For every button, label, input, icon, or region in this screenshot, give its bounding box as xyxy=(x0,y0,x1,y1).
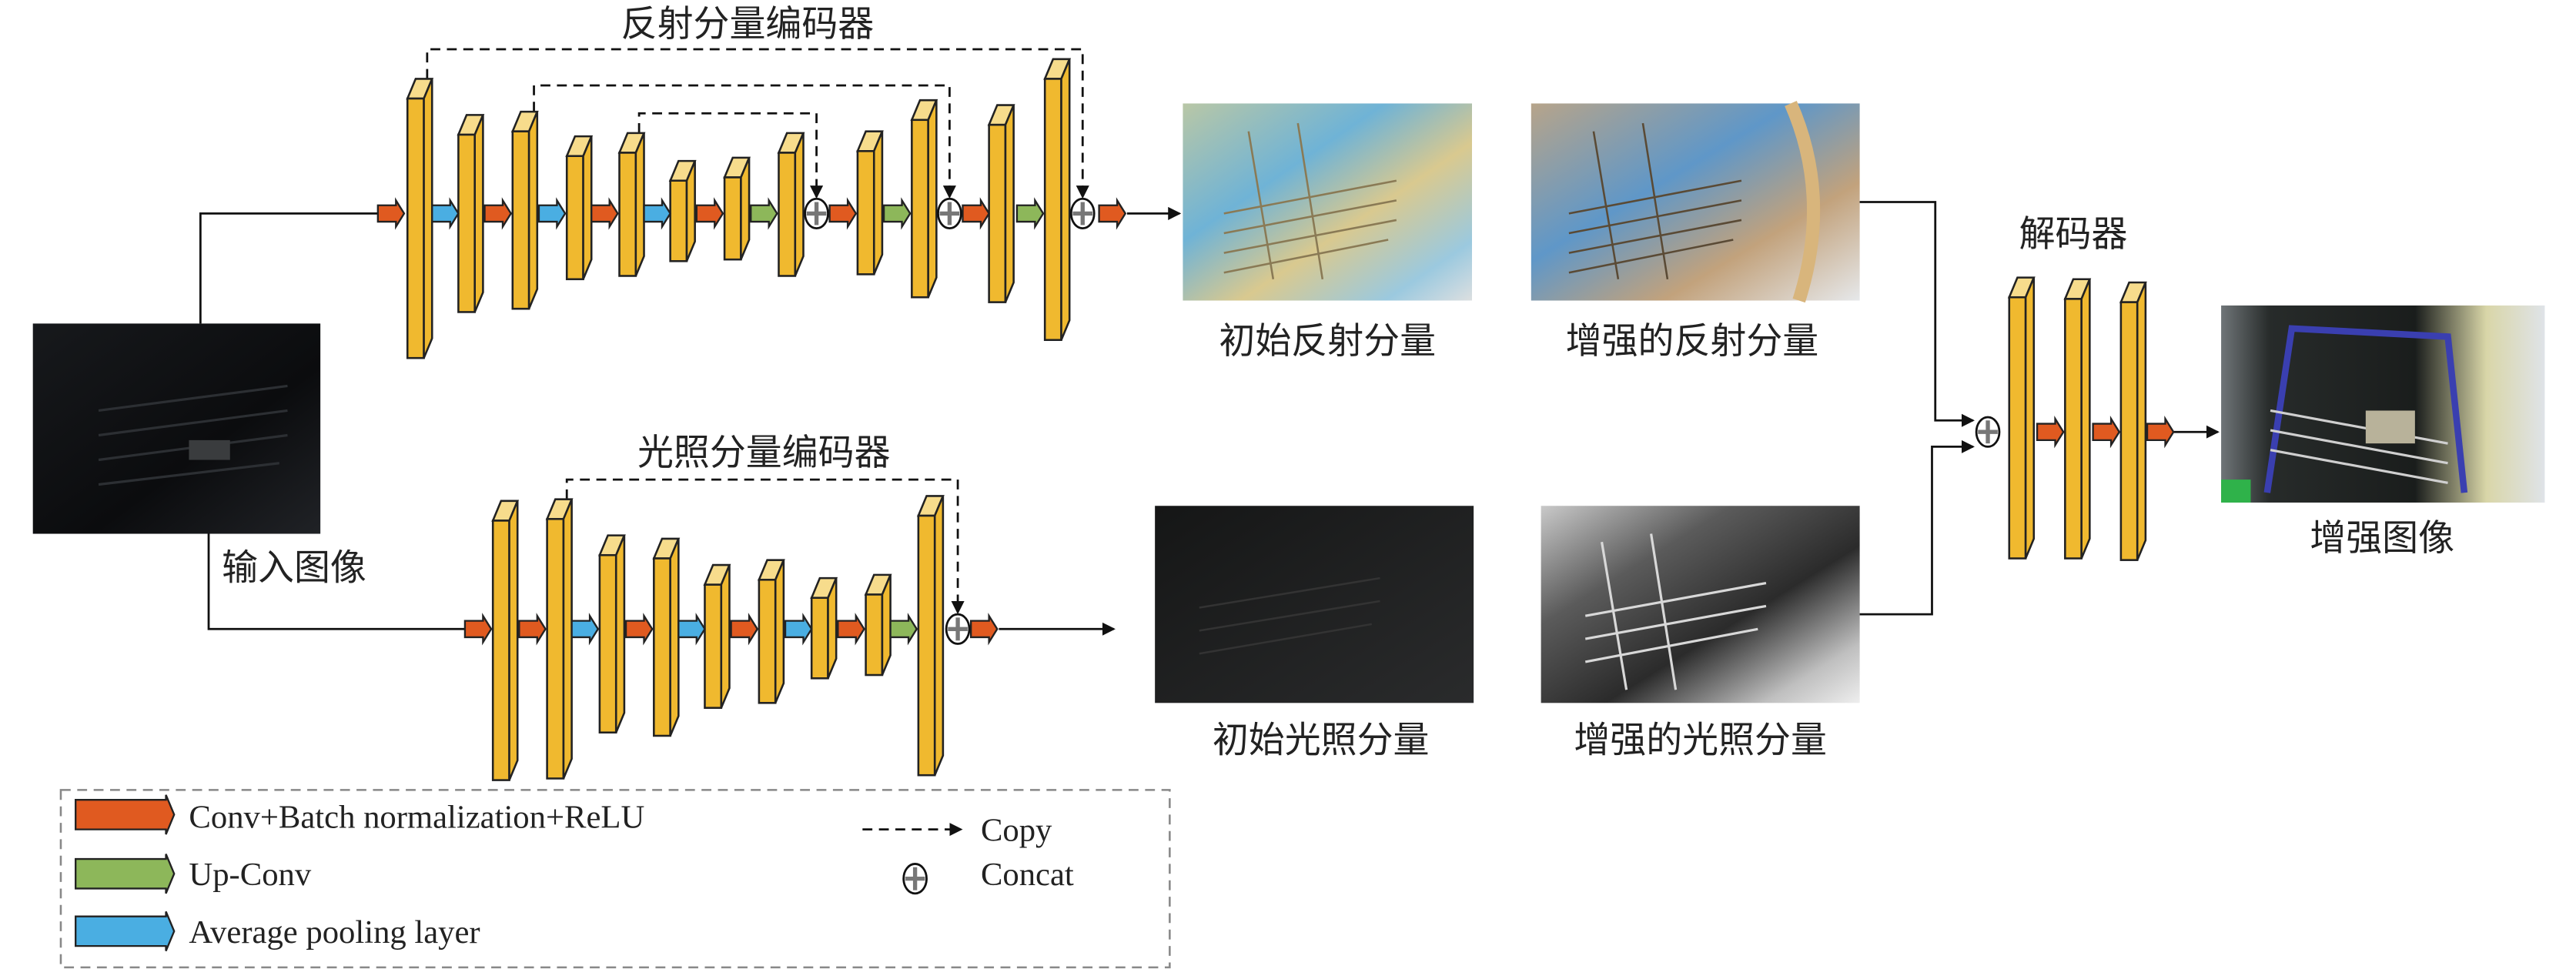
illumination-encoder-layer xyxy=(810,576,838,680)
input-image xyxy=(32,323,321,534)
legend-conv-label: Conv+Batch normalization+ReLU xyxy=(189,799,644,835)
enhanced-output-label: 增强图像 xyxy=(2310,517,2454,560)
upconv-arrow xyxy=(889,613,918,646)
illumination-encoder-layer xyxy=(652,537,681,737)
reflectance-encoder-layer xyxy=(565,135,594,281)
reflectance-encoder-layer xyxy=(668,159,697,262)
illumination-encoder-layer xyxy=(864,573,892,677)
reflectance-encoder-layer xyxy=(457,114,485,313)
upconv-arrow xyxy=(882,197,912,230)
conv-arrow xyxy=(969,613,999,646)
reflectance-encoder-layer xyxy=(777,132,805,277)
conv-arrow xyxy=(837,613,865,646)
copy-connections xyxy=(426,48,1089,615)
concat-icon xyxy=(1975,416,2001,448)
illumination-encoder-layer xyxy=(597,534,626,733)
conv-arrow xyxy=(624,613,654,646)
conv-arrow xyxy=(590,197,619,230)
conv-arrow xyxy=(2146,416,2175,449)
reflectance-encoder-layer xyxy=(406,78,434,359)
reflectance-encoder-layer xyxy=(617,132,646,277)
connections xyxy=(199,201,2220,636)
reflectance-encoder-layer xyxy=(1043,58,1072,341)
legend-box xyxy=(59,789,1171,969)
conv-arrow xyxy=(2092,416,2121,449)
legend-pool-label: Average pooling layer xyxy=(189,914,480,951)
enhanced-output-image xyxy=(2221,305,2545,503)
reflectance-encoder-title: 反射分量编码器 xyxy=(621,3,875,45)
conv-arrow xyxy=(376,197,406,230)
initial-illumination-image xyxy=(1155,506,1474,703)
conv-arrow xyxy=(75,794,176,835)
conv-arrow xyxy=(483,197,513,230)
reflectance-encoder-layer xyxy=(723,156,751,261)
pool-arrow xyxy=(643,197,672,230)
illumination-encoder-title: 光照分量编码器 xyxy=(637,432,891,474)
legend-copy-label: Copy xyxy=(981,813,1052,849)
conv-arrow xyxy=(1098,197,1127,230)
decoder-title: 解码器 xyxy=(2019,213,2128,256)
concat-icon xyxy=(945,613,971,645)
network-layers xyxy=(406,58,2147,781)
upconv-arrow xyxy=(750,197,778,230)
legend-upconv-label: Up-Conv xyxy=(189,857,311,893)
conv-arrow xyxy=(463,613,493,646)
pool-arrow xyxy=(677,613,706,646)
enhanced-illumination-label: 增强的光照分量 xyxy=(1574,719,1827,761)
decoder-layer xyxy=(2007,276,2036,560)
reflectance-encoder-layer xyxy=(910,99,938,299)
conv-arrow xyxy=(962,197,991,230)
upconv-arrow xyxy=(75,854,176,894)
reflectance-encoder-layer xyxy=(987,104,1015,303)
illumination-encoder-layer xyxy=(757,559,785,704)
illumination-encoder-layer xyxy=(703,563,731,709)
concat-icon xyxy=(804,197,829,229)
decoder-layer xyxy=(2119,281,2147,561)
pool-arrow xyxy=(537,197,567,230)
illumination-encoder-layer xyxy=(491,500,520,781)
illumination-encoder-layer xyxy=(916,495,945,777)
conv-arrow xyxy=(730,613,759,646)
initial-illumination-label: 初始光照分量 xyxy=(1213,719,1430,761)
reflectance-encoder-layer xyxy=(855,130,884,276)
pool-arrow xyxy=(570,613,600,646)
pool-arrow xyxy=(431,197,460,230)
legend-concat-label: Concat xyxy=(981,857,1074,893)
conv-arrow xyxy=(695,197,724,230)
pool-arrow xyxy=(784,613,813,646)
enhanced-reflectance-image xyxy=(1531,101,1860,303)
concat-icon xyxy=(902,863,928,895)
conv-arrow xyxy=(518,613,547,646)
enhanced-reflectance-label: 增强的反射分量 xyxy=(1566,320,1819,363)
input-image-label: 输入图像 xyxy=(222,546,366,589)
upconv-arrow xyxy=(1015,197,1045,230)
pool-arrow xyxy=(75,911,176,951)
decoder-layer xyxy=(2063,278,2092,560)
initial-reflectance-image xyxy=(1183,103,1472,301)
reflectance-encoder-layer xyxy=(510,110,539,310)
concat-icon xyxy=(937,197,962,229)
illumination-encoder-layer xyxy=(545,498,574,780)
legend: Conv+Batch normalization+ReLU Up-Conv Av… xyxy=(59,789,1171,969)
conv-arrow xyxy=(828,197,858,230)
initial-reflectance-label: 初始反射分量 xyxy=(1219,320,1436,363)
enhanced-illumination-image xyxy=(1541,506,1860,703)
concat-icon xyxy=(1069,197,1096,229)
network-operations xyxy=(376,197,2175,646)
conv-arrow xyxy=(2036,416,2065,449)
